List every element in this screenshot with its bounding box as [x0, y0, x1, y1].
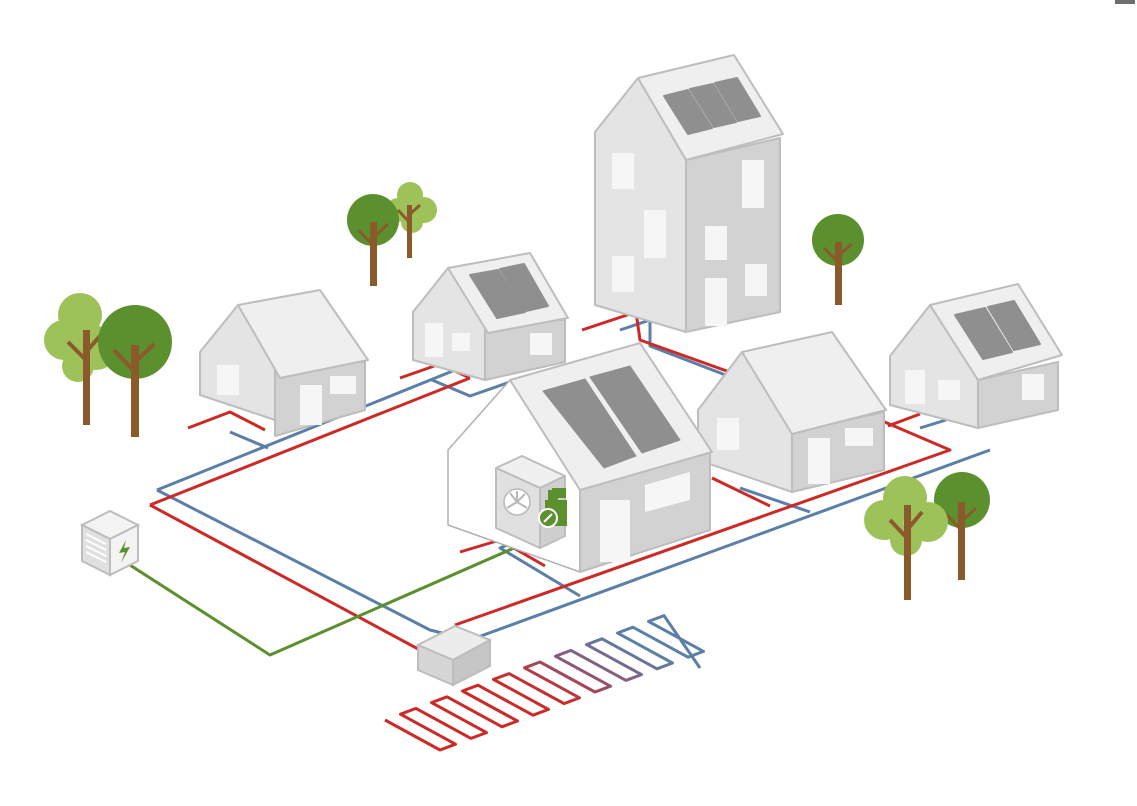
tree-icon — [98, 305, 172, 437]
supply-pipe-tall-house — [581, 310, 781, 392]
return-pipe-tall-house — [619, 318, 776, 396]
supply-pipe-right-house — [711, 476, 771, 508]
supply-pipe-right — [454, 418, 952, 627]
corner-marker — [1115, 0, 1135, 4]
house-icon — [412, 252, 569, 381]
tree-right-top — [812, 214, 864, 305]
return-pipe-left-branch — [156, 488, 471, 642]
return-pipe-house2 — [431, 378, 511, 398]
supply-pipe-left-branch — [149, 503, 421, 652]
house-icon — [889, 283, 1063, 429]
tree-icon — [864, 476, 948, 600]
tree-icon — [934, 472, 990, 580]
solar-panel-icon — [663, 77, 761, 135]
solar-panel-icon — [954, 300, 1041, 360]
tree-group-right — [864, 472, 990, 600]
house-icon — [697, 331, 887, 493]
house-icon-central — [447, 342, 713, 573]
return-pipe-right-house — [739, 486, 811, 514]
supply-pipe-main — [149, 376, 471, 507]
solar-panel-icon — [542, 365, 681, 469]
house-icon-tall — [594, 54, 784, 333]
return-pipe-house1 — [229, 430, 269, 450]
tree-icon — [812, 214, 864, 305]
tree-group-top — [347, 182, 437, 286]
supply-pipe-far-right — [887, 412, 921, 428]
solar-panel-icon — [469, 263, 549, 319]
fan-icon — [503, 488, 531, 516]
ground-collector-icon — [384, 614, 705, 752]
return-pipe-far-right — [919, 418, 947, 430]
tree-group-left — [44, 293, 172, 437]
electricity-icon — [79, 509, 141, 577]
house-icon — [199, 289, 369, 437]
supply-pipe-house1 — [187, 410, 266, 432]
heat-pump-icon — [495, 455, 567, 549]
tree-icon — [347, 194, 399, 286]
